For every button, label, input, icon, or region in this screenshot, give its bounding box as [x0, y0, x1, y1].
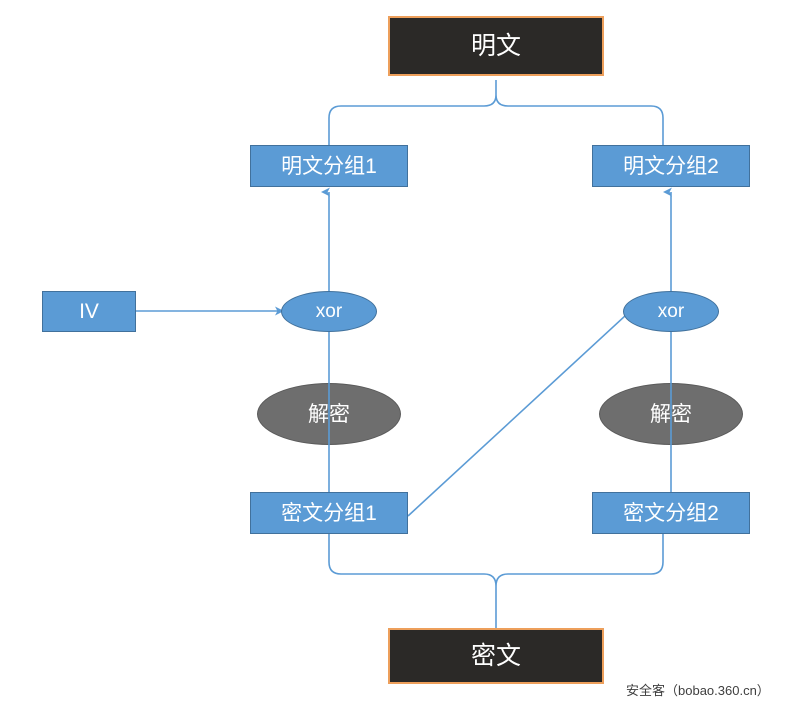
node-ciphertext-block-2: 密文分组2: [592, 492, 750, 534]
node-ciphertext-label: 密文: [470, 641, 521, 670]
node-ciphertext-block-2-label: 密文分组2: [623, 501, 719, 525]
node-xor-1: xor: [281, 291, 377, 332]
node-plaintext-label: 明文: [470, 31, 521, 60]
node-xor-2-label: xor: [657, 301, 685, 322]
brace-bottom: [328, 533, 664, 630]
node-xor-1-label: xor: [315, 301, 343, 322]
node-decrypt-1-label: 解密: [308, 402, 350, 426]
node-plaintext: 明文: [388, 16, 604, 76]
brace-top: [328, 80, 664, 145]
node-decrypt-1: 解密: [257, 383, 401, 445]
node-ciphertext-block-1: 密文分组1: [250, 492, 408, 534]
node-decrypt-2-label: 解密: [650, 402, 692, 426]
node-plaintext-block-1: 明文分组1: [250, 145, 408, 187]
node-plaintext-block-1-label: 明文分组1: [281, 154, 377, 178]
node-xor-2: xor: [623, 291, 719, 332]
watermark: 安全客（bobao.360.cn）: [626, 683, 770, 698]
node-iv-label: IV: [79, 300, 99, 323]
node-plaintext-block-2: 明文分组2: [592, 145, 750, 187]
node-ciphertext: 密文: [388, 628, 604, 684]
node-ciphertext-block-1-label: 密文分组1: [281, 501, 377, 525]
node-iv: IV: [42, 291, 136, 332]
node-decrypt-2: 解密: [599, 383, 743, 445]
node-plaintext-block-2-label: 明文分组2: [623, 154, 719, 178]
